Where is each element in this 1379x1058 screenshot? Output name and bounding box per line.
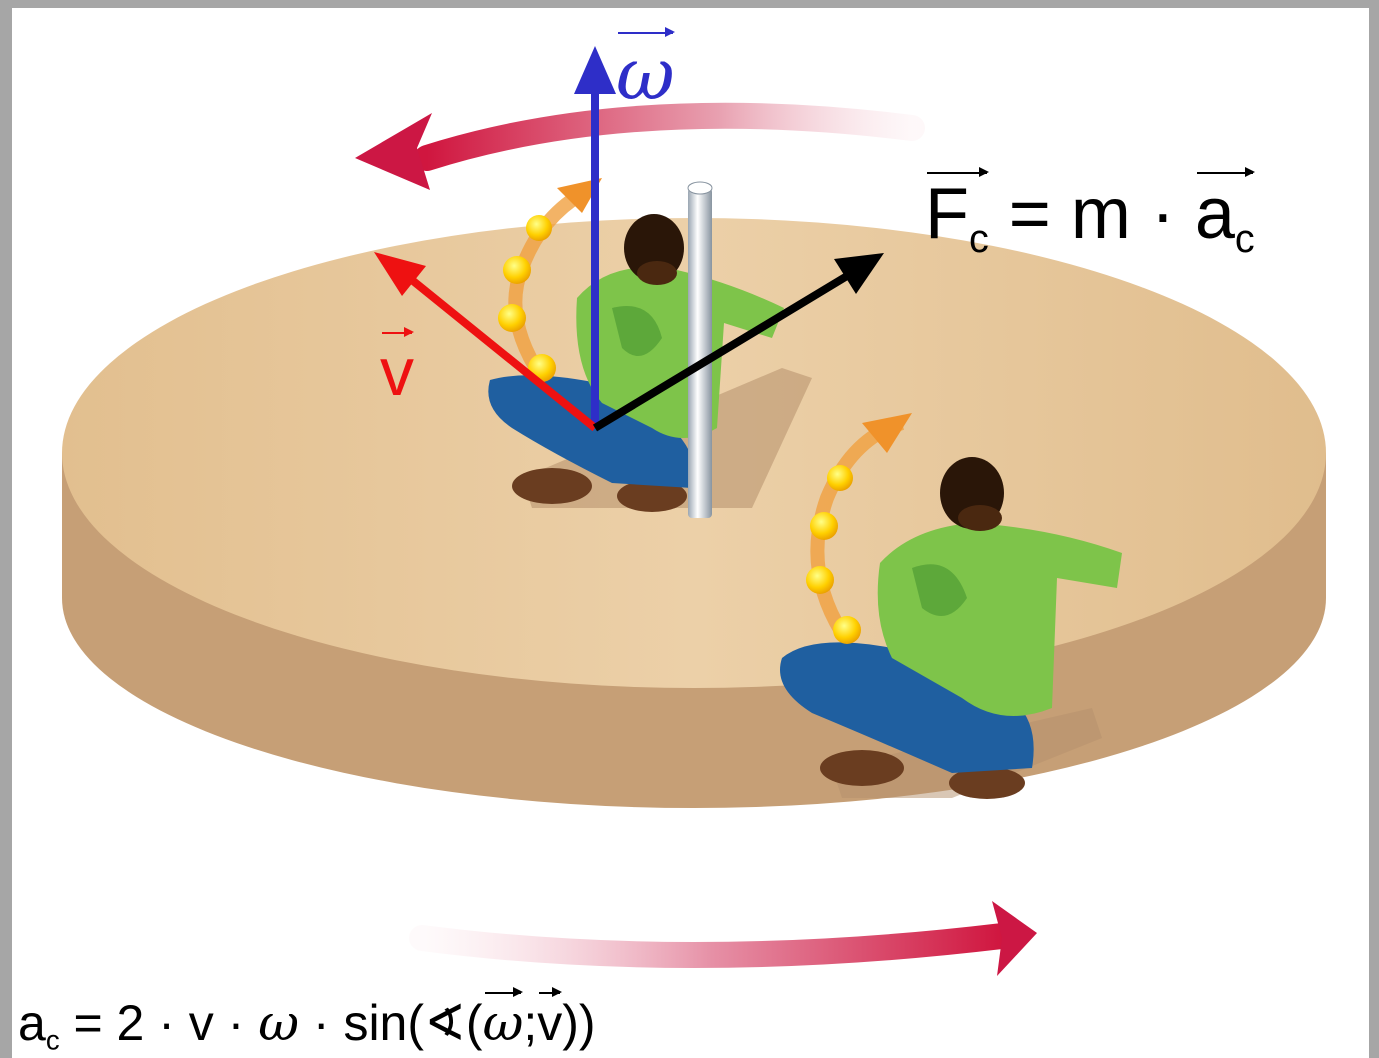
force-vector — [592, 253, 884, 432]
omega-label: ω — [616, 27, 675, 116]
pole-icon — [687, 181, 713, 518]
velocity-symbol: v — [380, 327, 414, 410]
force-m: m — [1070, 174, 1131, 254]
omega-vector — [574, 46, 616, 428]
ball-trail-icon — [498, 178, 602, 382]
accel-omega-vec: ω — [482, 987, 524, 1052]
force-equals: = — [1008, 174, 1051, 254]
force-F: Fc — [925, 166, 989, 261]
force-a: ac — [1194, 166, 1255, 261]
rotation-arrow-icon — [355, 102, 1037, 976]
accel-equation: ac = 2 · v · ω · sin(∢(ω;v)) — [18, 987, 596, 1056]
person-icon — [488, 214, 784, 512]
accel-v-vec: v — [537, 987, 563, 1051]
force-dot: · — [1150, 174, 1175, 254]
omega-symbol: ω — [616, 27, 675, 116]
velocity-vector — [374, 252, 598, 432]
person-icon — [780, 457, 1122, 799]
ball-trail-icon — [806, 413, 912, 644]
force-equation: Fc = m · ac — [925, 166, 1255, 261]
velocity-label: v — [380, 327, 414, 410]
diagram-svg — [62, 46, 1326, 976]
accel-a: ac — [18, 995, 60, 1056]
